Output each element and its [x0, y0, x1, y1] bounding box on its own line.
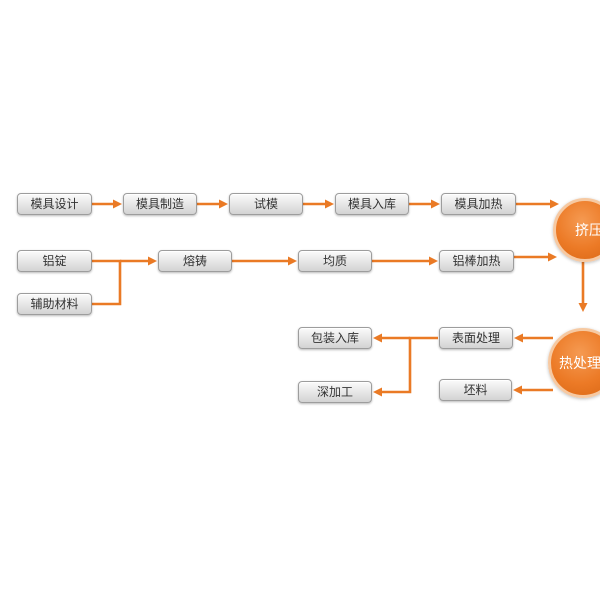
node-casting: 熔铸: [158, 250, 232, 272]
arrowhead: [429, 256, 438, 266]
arrowhead: [288, 256, 297, 266]
node-mold-making: 模具制造: [123, 193, 197, 215]
arrowhead: [514, 333, 523, 343]
arrowhead: [148, 256, 157, 266]
node-mold-storage: 模具入库: [335, 193, 409, 215]
arrowhead: [219, 199, 228, 209]
node-homogenizing: 均质: [298, 250, 372, 272]
node-mold-design: 模具设计: [17, 193, 92, 215]
node-blank: 坯料: [439, 379, 512, 401]
node-extrusion-label: 挤压: [575, 223, 600, 239]
arrowhead: [373, 387, 382, 397]
arrowhead: [431, 199, 440, 209]
node-auxiliary-materials: 辅助材料: [17, 293, 92, 315]
arrowhead: [550, 199, 559, 209]
node-further-processing: 深加工: [298, 381, 372, 403]
arrow-surface-branch: [380, 336, 438, 394]
arrowheads: [113, 199, 588, 397]
node-packing-storage: 包装入库: [298, 327, 372, 349]
node-billet-heating: 铝棒加热: [439, 250, 514, 272]
node-heat-treatment-label: 热处理: [559, 356, 600, 372]
arrowhead: [373, 333, 382, 343]
node-mold-trial: 试模: [229, 193, 303, 215]
node-heat-treatment: 热处理: [548, 328, 600, 398]
arrowhead: [578, 303, 588, 312]
arrowhead: [325, 199, 334, 209]
arrow-ingot-merge: [92, 259, 122, 306]
node-aluminum-ingot: 铝锭: [17, 250, 92, 272]
node-extrusion: 挤压: [553, 198, 600, 262]
arrowhead: [113, 199, 122, 209]
node-surface-treatment: 表面处理: [439, 327, 513, 349]
arrowhead: [548, 252, 557, 262]
arrowhead: [513, 385, 522, 395]
node-mold-heating: 模具加热: [441, 193, 516, 215]
